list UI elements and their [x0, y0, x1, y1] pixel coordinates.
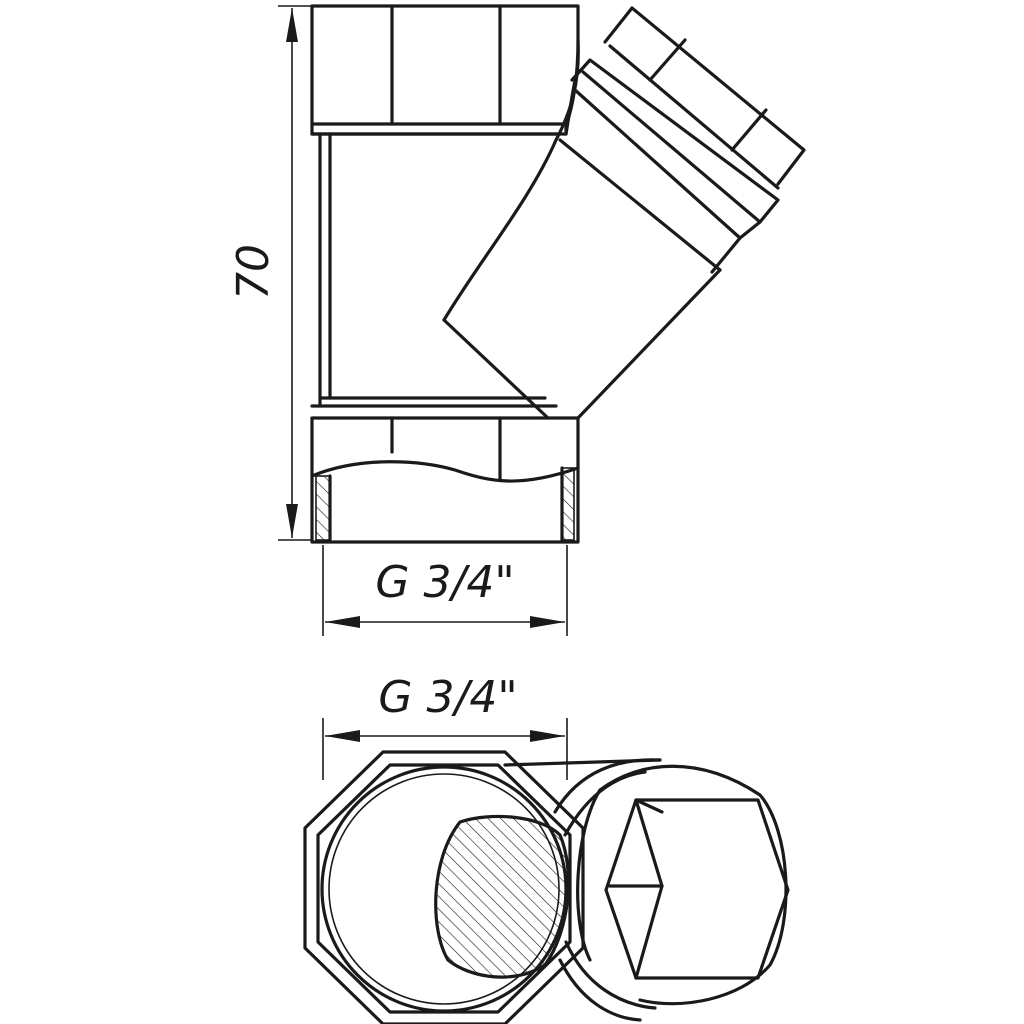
hex-plug: [604, 798, 790, 980]
top-width-dimension: G 3/4": [322, 672, 568, 780]
height-dimension-label: 70: [228, 244, 279, 300]
top-hex-nut: [310, 4, 580, 136]
strainer-screen: [434, 814, 570, 979]
y-branch: [442, 6, 806, 420]
arrow-right-icon: [530, 616, 565, 628]
top-width-dimension-label: G 3/4": [378, 672, 517, 723]
height-dimension: 70: [228, 5, 312, 541]
arrow-left-icon: [325, 616, 360, 628]
arrow-right-icon: [530, 730, 565, 742]
side-width-dimension: G 3/4": [322, 545, 568, 636]
arrow-up-icon: [286, 8, 298, 42]
arrow-down-icon: [286, 504, 298, 538]
top-view: G 3/4": [303, 672, 790, 1024]
side-width-dimension-label: G 3/4": [375, 557, 514, 608]
arrow-left-icon: [325, 730, 360, 742]
side-view: 70: [228, 4, 806, 636]
body-tube: [318, 132, 547, 408]
bottom-hex-nut: [310, 404, 580, 544]
